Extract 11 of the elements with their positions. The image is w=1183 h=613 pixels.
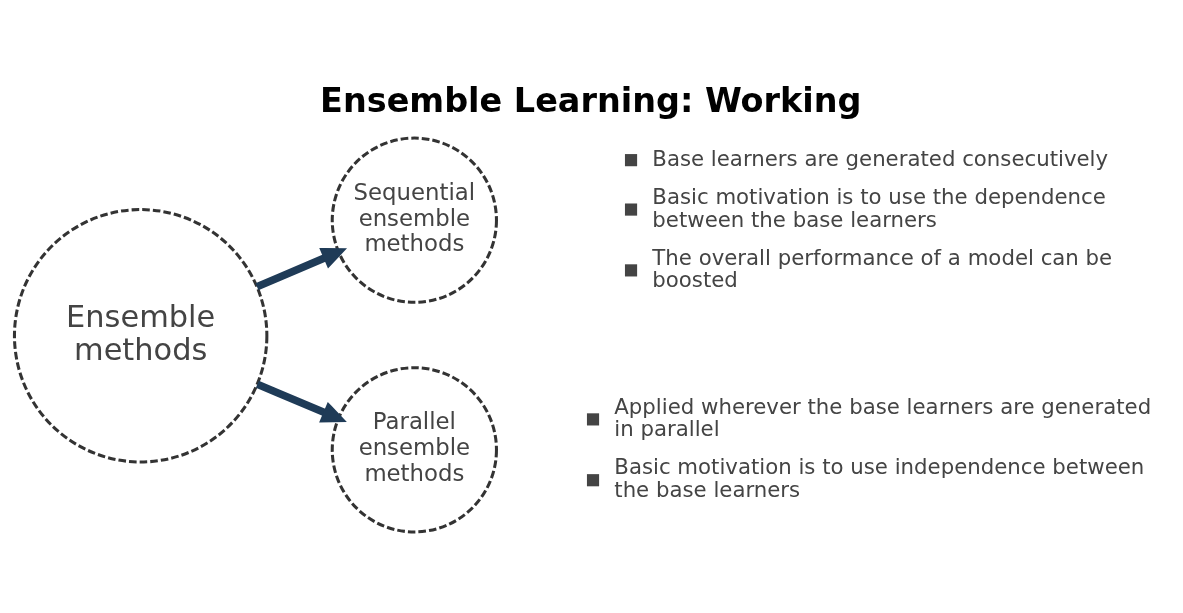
node-circle: Sequential ensemble methods [330,136,498,304]
node-label: Applied wherever the base learners are generated in parallel [614,393,1152,442]
node-label: Base learners are generated consecutively [652,145,1109,171]
node-label: Basic motivation is to use the dependence between the base learners [652,183,1106,232]
diagram-title: Ensemble Learning: Working [320,81,862,121]
node-circle: Parallel ensemble methods [330,366,498,534]
node-circle: Ensemble methods [12,208,269,464]
arrow [255,380,347,423]
node-label: Basic motivation is to use independence between the base learners [614,454,1145,503]
node-label: The overall performance of a model can be boosted [652,244,1113,293]
arrow [255,248,347,291]
